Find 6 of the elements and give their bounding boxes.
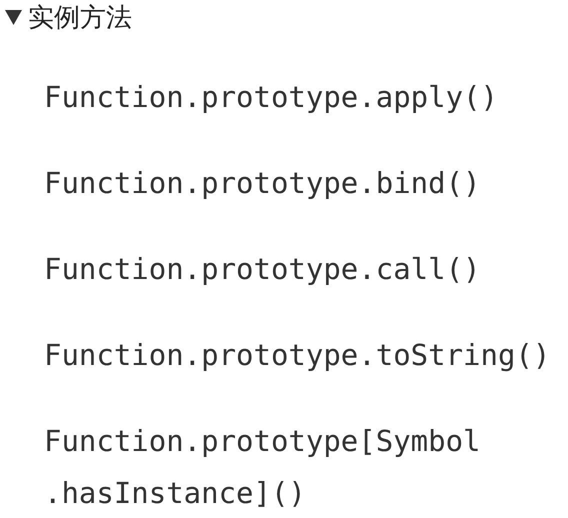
section-heading: 实例方法 <box>28 2 132 35</box>
method-name: Function.prototype.toString() <box>44 337 552 374</box>
method-name: Function.prototype[Symbol .hasInstance]() <box>44 423 482 512</box>
method-name: Function.prototype.apply() <box>44 79 499 116</box>
method-name: Function.prototype.bind() <box>44 165 482 202</box>
method-name: Function.prototype.call() <box>44 251 482 288</box>
